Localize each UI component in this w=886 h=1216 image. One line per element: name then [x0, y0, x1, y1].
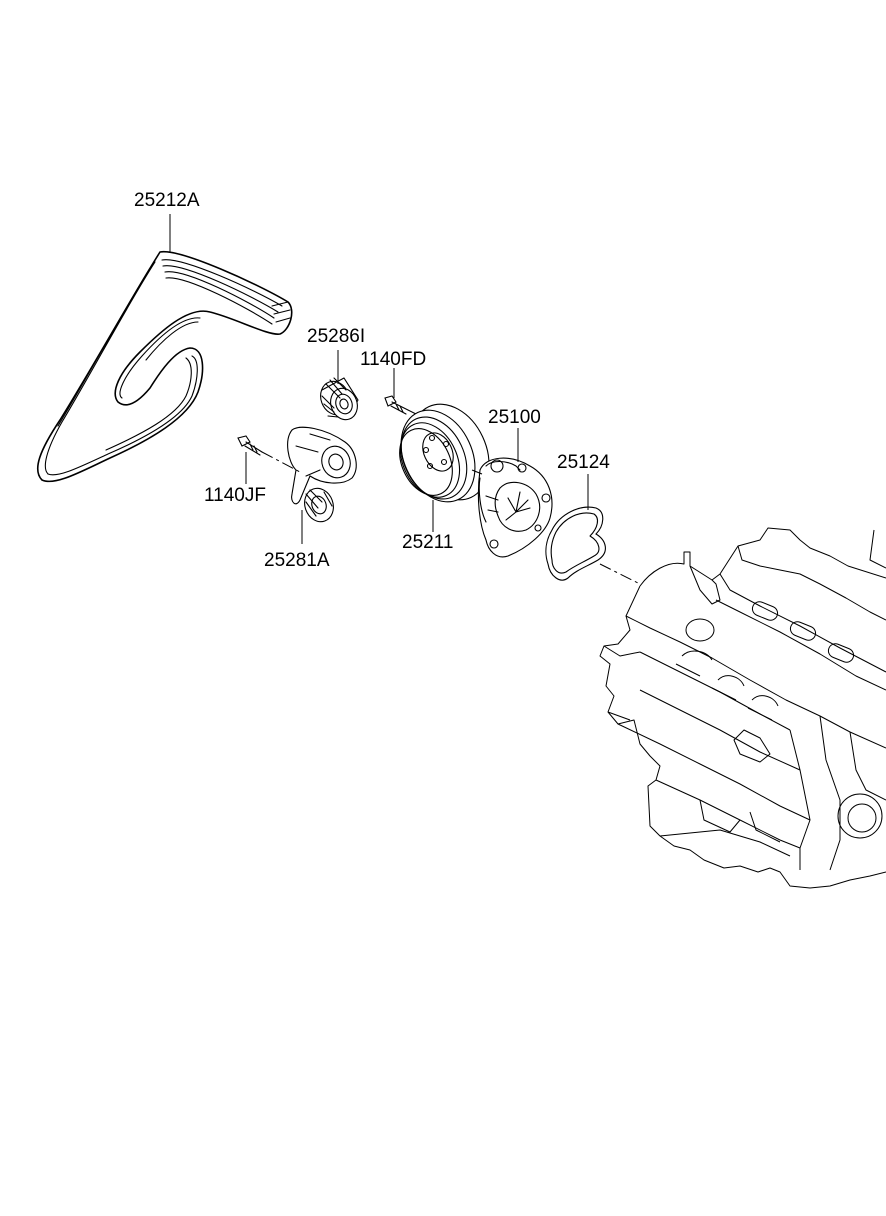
engine-block-drawing	[599, 527, 886, 889]
idler-pulley-drawing	[320, 377, 359, 421]
part-label-bolt-upper: 1140FD	[360, 349, 427, 370]
part-label-idler-pulley: 25286I	[307, 326, 366, 347]
part-label-water-pump: 25100	[488, 407, 541, 428]
bolt-upper-drawing	[384, 395, 429, 421]
leader-lines	[169, 214, 589, 544]
part-label-gasket: 25124	[557, 452, 610, 473]
gasket-drawing	[545, 506, 641, 585]
water-pump-drawing	[471, 457, 553, 558]
bolt-lower-drawing	[237, 435, 301, 473]
part-label-tensioner: 25281A	[264, 550, 330, 571]
part-label-pump-pulley: 25211	[402, 532, 454, 553]
part-label-bolt-lower: 1140JF	[204, 485, 266, 506]
pump-pulley-drawing	[399, 403, 490, 503]
drive-belt-drawing	[36, 251, 293, 483]
tensioner-drawing	[287, 426, 357, 523]
part-label-belt: 25212A	[134, 190, 200, 211]
